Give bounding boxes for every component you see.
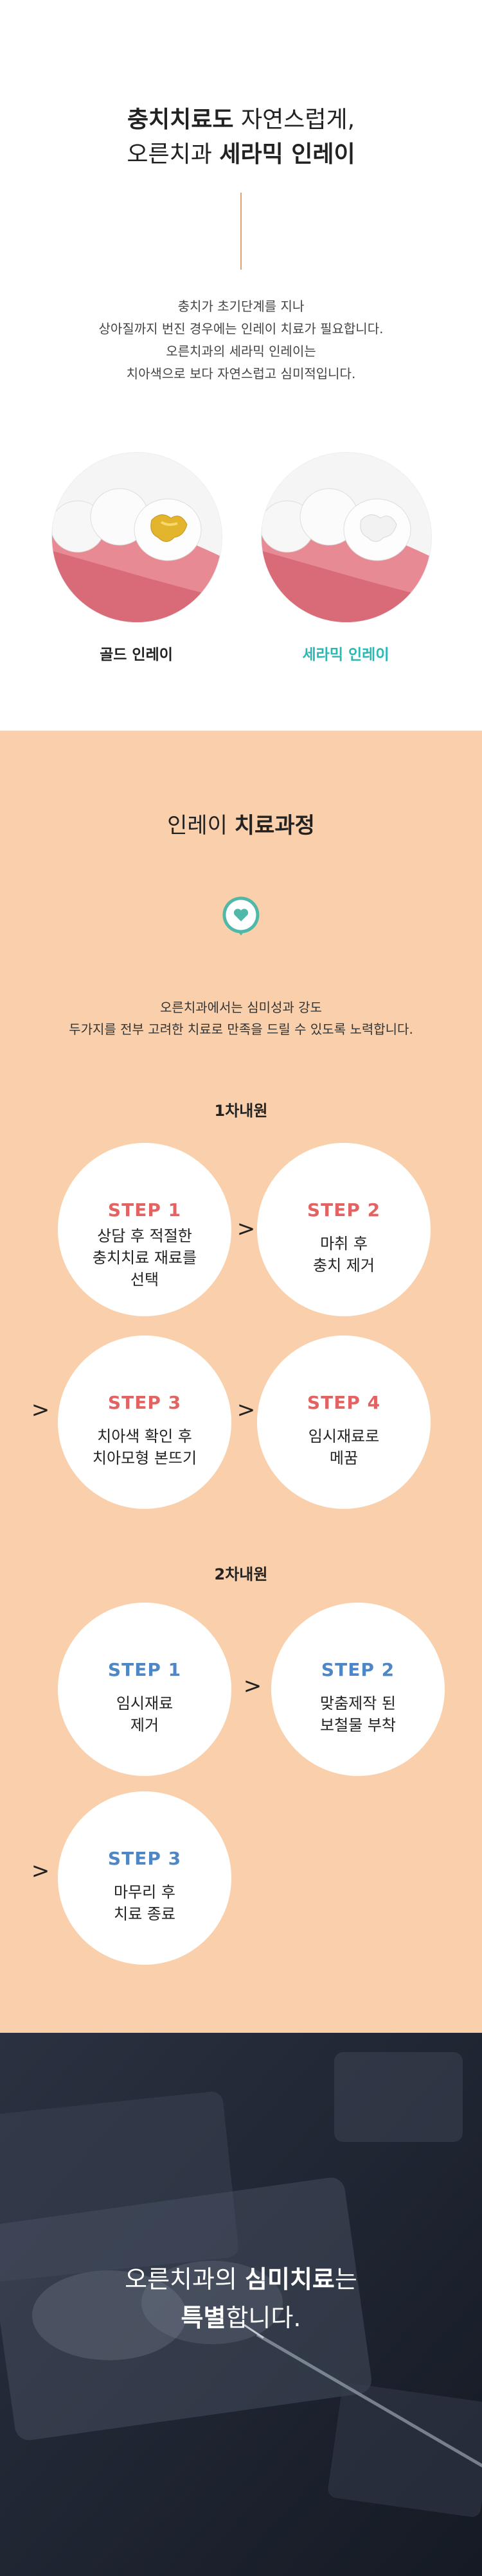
step-label: STEP 3 [107,1848,182,1869]
round2-step-3: STEP 3 마무리 후 치료 종료 [58,1791,231,1965]
arrow-icon: > [237,1216,256,1242]
process-title: 인레이 치료과정 [0,808,482,839]
round1-step-3: STEP 3 치아색 확인 후 치아모형 본뜨기 [58,1336,231,1509]
step-description: 임시재료로 메꿈 [257,1425,431,1469]
round1-step-2: STEP 2 마취 후 충치 제거 [257,1143,431,1316]
process-title-rest: 인레이 [167,813,235,839]
intro-divider-line [240,193,242,270]
step-desc-line: 맞춤제작 된 [319,1694,397,1712]
step-label: STEP 1 [107,1199,182,1221]
step-desc-line: 마무리 후 [114,1883,175,1901]
intro-title-rest-1: 자연스럽게, [233,107,355,133]
step-description: 임시재료 제거 [58,1693,231,1736]
closing-text-bold: 심미치료 [245,2265,335,2293]
intro-desc-line: 치아색으로 보다 자연스럽고 심미적입니다. [126,366,356,381]
xray-background-image [0,2033,482,2576]
intro-desc-line: 충치가 초기단계를 지나 [177,299,305,314]
ceramic-inlay-label: 세라믹 인레이 [302,647,389,663]
process-section: 인레이 치료과정 오른치과에서는 심미성과 강도 두가지를 전부 고려한 치료로… [0,731,482,2033]
intro-desc-line: 오른치과의 세라믹 인레이는 [166,344,316,359]
step-desc-line: 보철물 부착 [319,1716,397,1734]
round1-step-1: STEP 1 상담 후 적절한 충치치료 재료를 선택 [58,1143,231,1316]
heart-bubble-icon [220,896,262,937]
step-label: STEP 3 [107,1392,182,1413]
step-description: 치아색 확인 후 치아모형 본뜨기 [58,1425,231,1469]
step-desc-line: 치료 종료 [114,1905,175,1923]
step-label: STEP 2 [307,1199,381,1221]
step-desc-line: 마취 후 [320,1235,368,1253]
intro-title-bold-1: 충치치료도 [127,107,234,133]
gold-inlay-image [51,452,222,623]
step-label: STEP 4 [307,1392,381,1413]
step-desc-line: 임시재료로 [308,1427,380,1445]
closing-text: 오른치과의 심미치료는 특별합니다. [0,2260,482,2337]
step-desc-line: 충치 제거 [313,1257,375,1275]
ceramic-inlay-image [261,452,432,623]
intro-title: 충치치료도 자연스럽게, 오른치과 세라믹 인레이 [0,103,482,172]
process-desc-line: 오른치과에서는 심미성과 강도 [160,1000,322,1015]
ceramic-inlay-teeth-illustration [262,488,431,622]
intro-section: 충치치료도 자연스럽게, 오른치과 세라믹 인레이 충치가 초기단계를 지나 상… [0,0,482,731]
step-desc-line: 치아색 확인 후 [97,1427,192,1445]
gold-inlay-label: 골드 인레이 [100,647,173,663]
closing-text-rest: 오른치과의 [125,2265,245,2293]
intro-description: 충치가 초기단계를 지나 상아질까지 번진 경우에는 인레이 치료가 필요합니다… [0,295,482,385]
arrow-icon: > [31,1397,50,1423]
step-description: 마취 후 충치 제거 [257,1233,431,1276]
step-desc-line: 메꿈 [329,1449,359,1467]
round1-step-4: STEP 4 임시재료로 메꿈 [257,1336,431,1509]
step-desc-line: 제거 [130,1716,159,1734]
arrow-icon: > [237,1397,256,1423]
step-description: 상담 후 적절한 충치치료 재료를 선택 [58,1225,231,1291]
closing-text-end: 는 [334,2265,357,2293]
intro-title-rest-2: 오른치과 [127,141,220,168]
step-description: 맞춤제작 된 보철물 부착 [271,1693,445,1736]
gold-inlay-teeth-illustration [52,488,222,622]
step-desc-line: 상담 후 적절한 [97,1227,192,1245]
round2-step-2: STEP 2 맞춤제작 된 보철물 부착 [271,1603,445,1776]
step-label: STEP 2 [321,1659,395,1680]
closing-section: 오른치과의 심미치료는 특별합니다. [0,2033,482,2576]
process-title-bold: 치료과정 [234,813,315,839]
intro-title-bold-2: 세라믹 인레이 [219,141,355,168]
process-description: 오른치과에서는 심미성과 강도 두가지를 전부 고려한 치료로 만족을 드릴 수… [0,996,482,1040]
process-desc-line: 두가지를 전부 고려한 치료로 만족을 드릴 수 있도록 노력합니다. [69,1022,413,1037]
closing-text-end-2: 합니다. [226,2304,301,2332]
step-desc-line: 치아모형 본뜨기 [92,1449,197,1467]
closing-text-bold-2: 특별 [181,2304,226,2332]
round2-title: 2차내원 [214,1565,268,1583]
arrow-icon: > [31,1858,50,1884]
step-desc-line: 임시재료 [116,1694,174,1712]
step-desc-line: 선택 [130,1271,159,1289]
step-desc-line: 충치치료 재료를 [92,1249,197,1267]
step-label: STEP 1 [107,1659,182,1680]
intro-desc-line: 상아질까지 번진 경우에는 인레이 치료가 필요합니다. [98,321,384,336]
arrow-icon: > [243,1673,262,1699]
round1-title: 1차내원 [214,1102,268,1120]
step-description: 마무리 후 치료 종료 [58,1881,231,1925]
round2-step-1: STEP 1 임시재료 제거 [58,1603,231,1776]
